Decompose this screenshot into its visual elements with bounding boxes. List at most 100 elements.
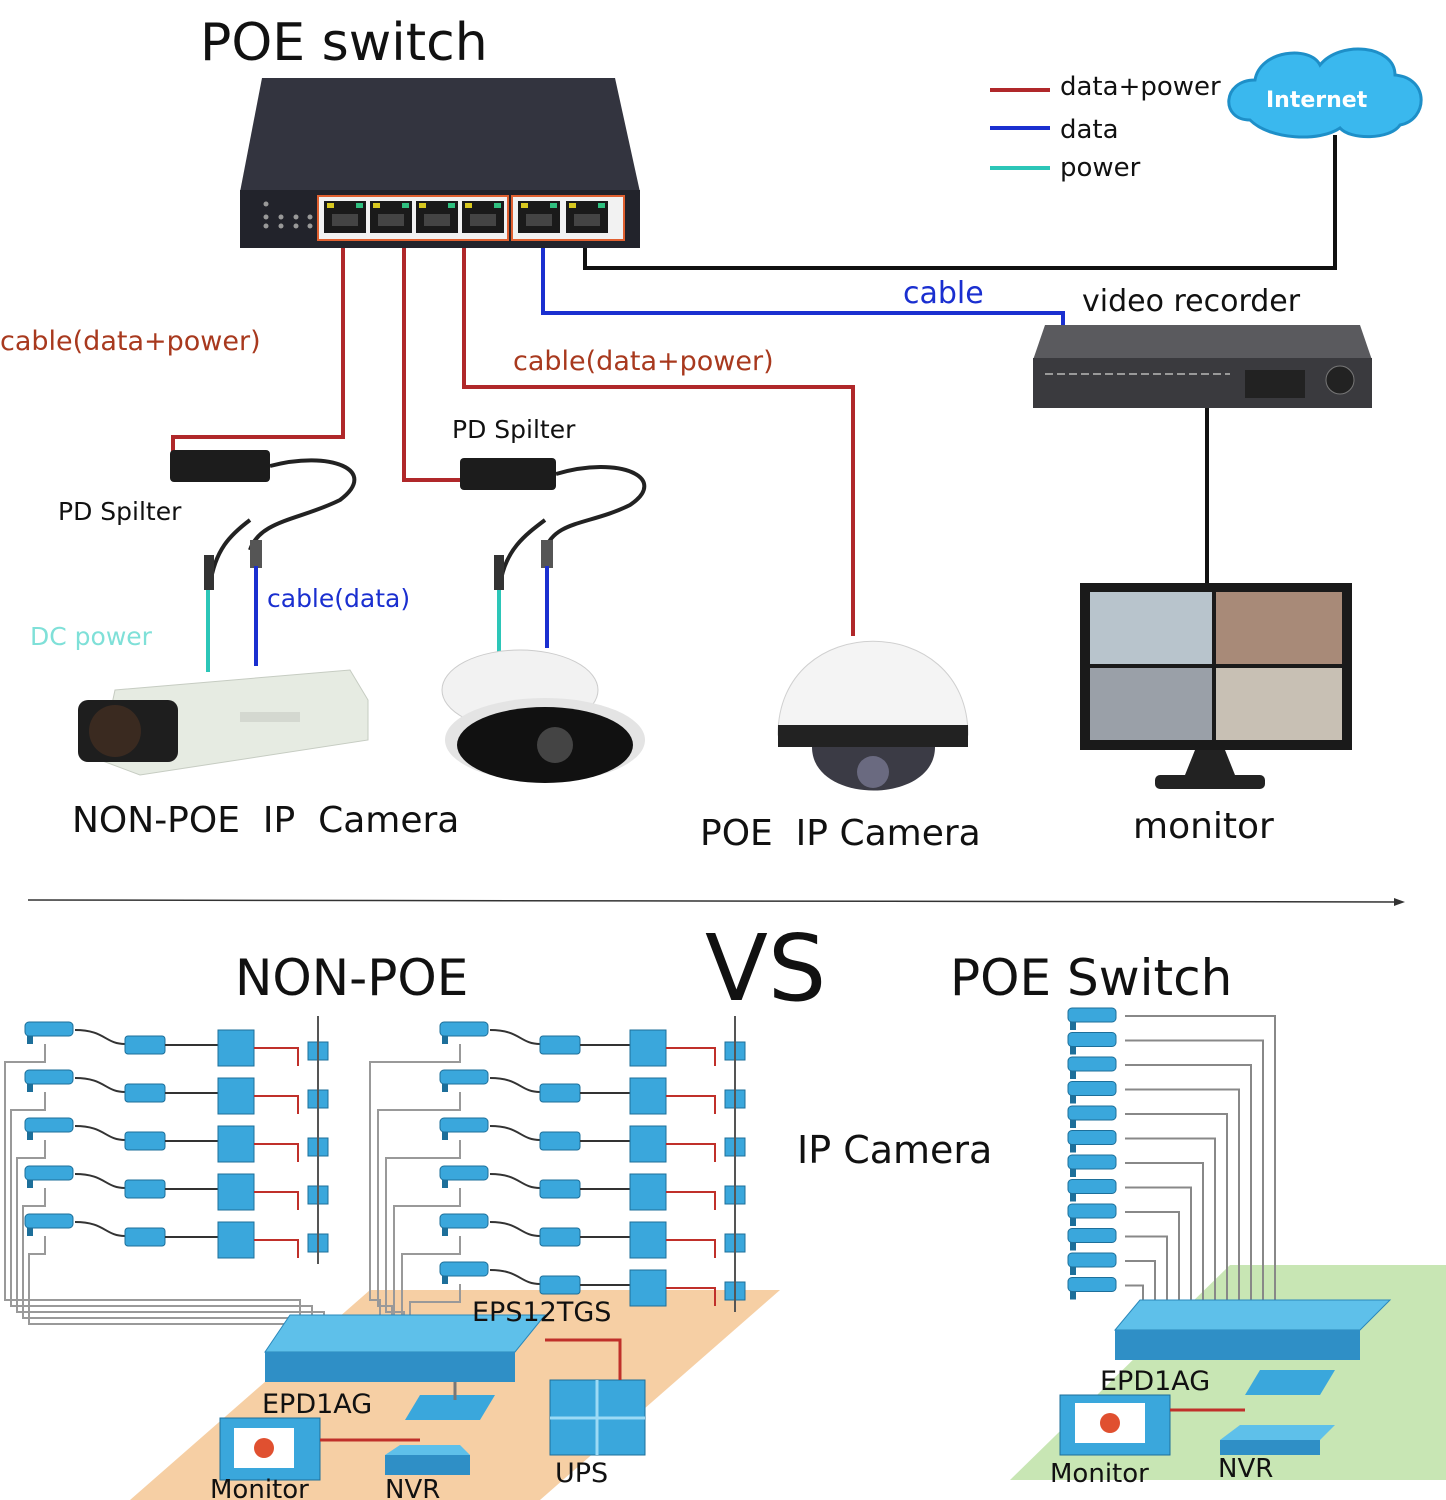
ip-camera-icon (1067, 1277, 1117, 1300)
power-cable (254, 1239, 299, 1258)
power-adapter-icon (124, 1131, 166, 1151)
ip-camera-icon (1067, 1203, 1117, 1226)
power-outlet-icon (217, 1173, 255, 1211)
left-monitor-icon (219, 1417, 321, 1481)
camera-cable (1125, 1015, 1276, 1330)
power-outlet-icon (629, 1221, 667, 1259)
ip-camera-icon (24, 1117, 74, 1140)
right-monitor-icon (1059, 1394, 1171, 1456)
power-outlet-icon (217, 1221, 255, 1259)
power-adapter-icon (539, 1131, 581, 1151)
power-adapter-icon (124, 1227, 166, 1247)
camera-cable (1125, 1039, 1264, 1330)
ip-camera-icon (1067, 1007, 1117, 1030)
ups-icon (549, 1379, 646, 1456)
power-cable (666, 1191, 716, 1210)
power-cable (666, 1095, 716, 1114)
right-monitor-label: Monitor (1050, 1459, 1149, 1489)
power-adapter-icon (539, 1275, 581, 1295)
legend: data+power data power (990, 72, 1221, 183)
ip-camera-icon (439, 1261, 489, 1284)
non-poe-title: NON-POE (235, 949, 468, 1007)
ethernet-port (566, 201, 608, 233)
power-adapter-icon (124, 1035, 166, 1055)
adapter-cable (489, 1125, 541, 1141)
right-nvr-label: NVR (1218, 1454, 1273, 1484)
dc-power-label: DC power (30, 622, 153, 651)
cable-data-label: cable(data) (267, 584, 410, 613)
adapter-cable (489, 1173, 541, 1189)
camera-cable (1125, 1064, 1252, 1330)
adapter-cable (74, 1077, 126, 1093)
non-poe-network (4, 1016, 746, 1352)
camera-cable (1125, 1235, 1168, 1330)
ip-camera-icon (439, 1213, 489, 1236)
ethernet-port (324, 201, 366, 233)
legend-label-power: power (1060, 153, 1141, 183)
adapter-cable (74, 1173, 126, 1189)
power-adapter-icon (539, 1227, 581, 1247)
camera-cable (1125, 1162, 1204, 1330)
power-cable (666, 1047, 716, 1066)
camera-cable (1125, 1137, 1216, 1330)
camera-cable (4, 1044, 301, 1352)
ip-camera-icon (1067, 1252, 1117, 1275)
vs-label: VS (705, 915, 826, 1022)
poe-camera-label: POE IP Camera (700, 813, 981, 854)
power-adapter-icon (539, 1035, 581, 1055)
non-poe-camera-label: NON-POE IP Camera (72, 800, 459, 841)
ip-camera-icon (24, 1213, 74, 1236)
cable-data-power-label-mid: cable(data+power) (513, 346, 774, 377)
video-recorder-label: video recorder (1082, 284, 1301, 319)
poe-ptz-camera (777, 640, 969, 791)
power-cable (666, 1287, 716, 1306)
right-switch-device (1113, 1299, 1392, 1360)
power-cable (254, 1047, 299, 1066)
internet-label: Internet (1266, 88, 1368, 113)
right-nvr-icon (1220, 1370, 1335, 1455)
ethernet-port (416, 201, 458, 233)
poe-switch-title: POE switch (200, 13, 488, 73)
legend-label-data: data (1060, 115, 1119, 145)
poe-switch-title-bottom: POE Switch (950, 949, 1232, 1007)
power-cable (666, 1143, 716, 1162)
ip-camera-icon (1067, 1228, 1117, 1251)
poe-switch-device (240, 78, 640, 248)
left-switch-device (264, 1314, 547, 1382)
adapter-cable (74, 1125, 126, 1141)
power-outlet-icon (217, 1125, 255, 1163)
left-switch-label: EPD1AG (262, 1389, 372, 1420)
ip-camera-icon (1067, 1081, 1117, 1104)
section-divider (27, 899, 1401, 903)
cable-data-power-label-left: cable(data+power) (0, 326, 261, 357)
divider-arrow-icon (1394, 898, 1405, 906)
data-power-cable-1 (171, 248, 345, 460)
data-power-cable-3 (462, 248, 855, 636)
ip-camera-icon (24, 1021, 74, 1044)
data-cable-recorder (541, 248, 1065, 338)
pd-splitter-mid (460, 458, 647, 590)
power-outlet-icon (629, 1029, 667, 1067)
adapter-cable (74, 1221, 126, 1237)
power-cable (254, 1095, 299, 1114)
dome-camera (441, 649, 645, 783)
power-supply-label: EPS12TGS (472, 1297, 611, 1328)
adapter-cable (489, 1269, 541, 1285)
power-cable (666, 1239, 716, 1258)
power-outlet-icon (629, 1269, 667, 1307)
ip-camera-icon (1067, 1179, 1117, 1202)
ip-camera-icon (1067, 1032, 1117, 1055)
power-outlet-icon (217, 1029, 255, 1067)
left-nvr-icon (385, 1395, 495, 1475)
right-switch-label: EPD1AG (1100, 1366, 1210, 1397)
power-cable (254, 1143, 299, 1162)
ups-cable (545, 1338, 622, 1380)
ip-camera-icon (439, 1165, 489, 1188)
monitor-device (1080, 583, 1352, 789)
ip-camera-icon (439, 1117, 489, 1140)
left-nvr-label: NVR (385, 1475, 440, 1500)
ip-camera-icon (439, 1021, 489, 1044)
pd-splitter-label-mid: PD Spilter (452, 415, 576, 444)
ip-camera-label: IP Camera (797, 1128, 992, 1172)
